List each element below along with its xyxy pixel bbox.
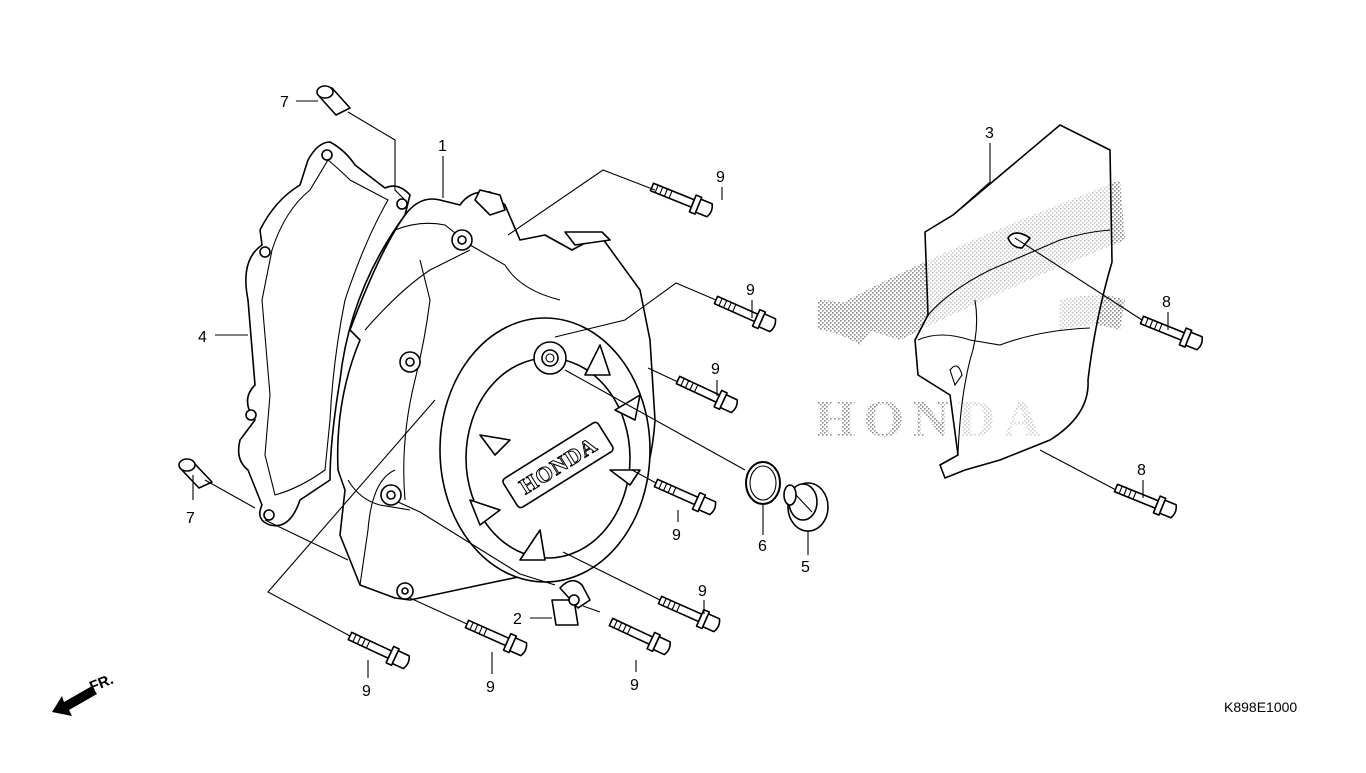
callout-8-lower: 8	[1137, 462, 1146, 479]
dowel-pin-part-7-top	[316, 85, 351, 116]
callout-6: 6	[758, 538, 767, 555]
callout-9-a: 9	[716, 169, 725, 186]
bolt-part-9-e	[655, 590, 723, 636]
callout-4: 4	[198, 329, 207, 346]
front-arrow-icon	[52, 686, 97, 716]
callout-7-bottom: 7	[186, 510, 195, 527]
front-direction-marker: FR.	[52, 671, 116, 716]
leader-lines	[192, 100, 1169, 678]
callout-9-f: 9	[630, 677, 639, 694]
bolt-part-9-d	[651, 473, 719, 519]
callout-labels: 7 7 4 1 3 2 6 5 8 8 9 9 9 9 9 9 9 9	[186, 94, 1171, 700]
callout-2: 2	[513, 611, 522, 628]
callout-9-g: 9	[486, 679, 495, 696]
callout-1: 1	[438, 138, 447, 155]
bolt-part-9-a	[647, 177, 716, 221]
drawing-code: K898E1000	[1224, 699, 1297, 715]
bolt-part-9-f	[606, 613, 674, 659]
wire-clamp-part-2	[551, 579, 591, 626]
bolt-part-8-b	[1111, 478, 1180, 522]
bolt-part-9-h	[345, 627, 413, 673]
sprocket-cover-part-3	[914, 124, 1113, 479]
callout-9-d: 9	[672, 527, 681, 544]
front-marker-label: FR.	[87, 671, 116, 696]
callout-5: 5	[801, 559, 810, 576]
o-ring-part-6	[745, 461, 781, 505]
callout-7-top: 7	[280, 94, 289, 111]
callout-9-e: 9	[698, 583, 707, 600]
callout-3: 3	[985, 125, 994, 142]
crankcase-cover-part-1: HONDA	[336, 189, 656, 601]
dowel-pin-part-7-bottom	[178, 458, 213, 489]
bolt-part-8-a	[1137, 310, 1206, 354]
callout-9-b: 9	[746, 282, 755, 299]
callout-9-c: 9	[711, 361, 720, 378]
bolt-part-9-c	[673, 371, 741, 417]
callout-9-h: 9	[362, 683, 371, 700]
callout-8-upper: 8	[1162, 294, 1171, 311]
filler-cap-part-5	[783, 482, 829, 532]
gasket-part-4	[237, 141, 411, 527]
